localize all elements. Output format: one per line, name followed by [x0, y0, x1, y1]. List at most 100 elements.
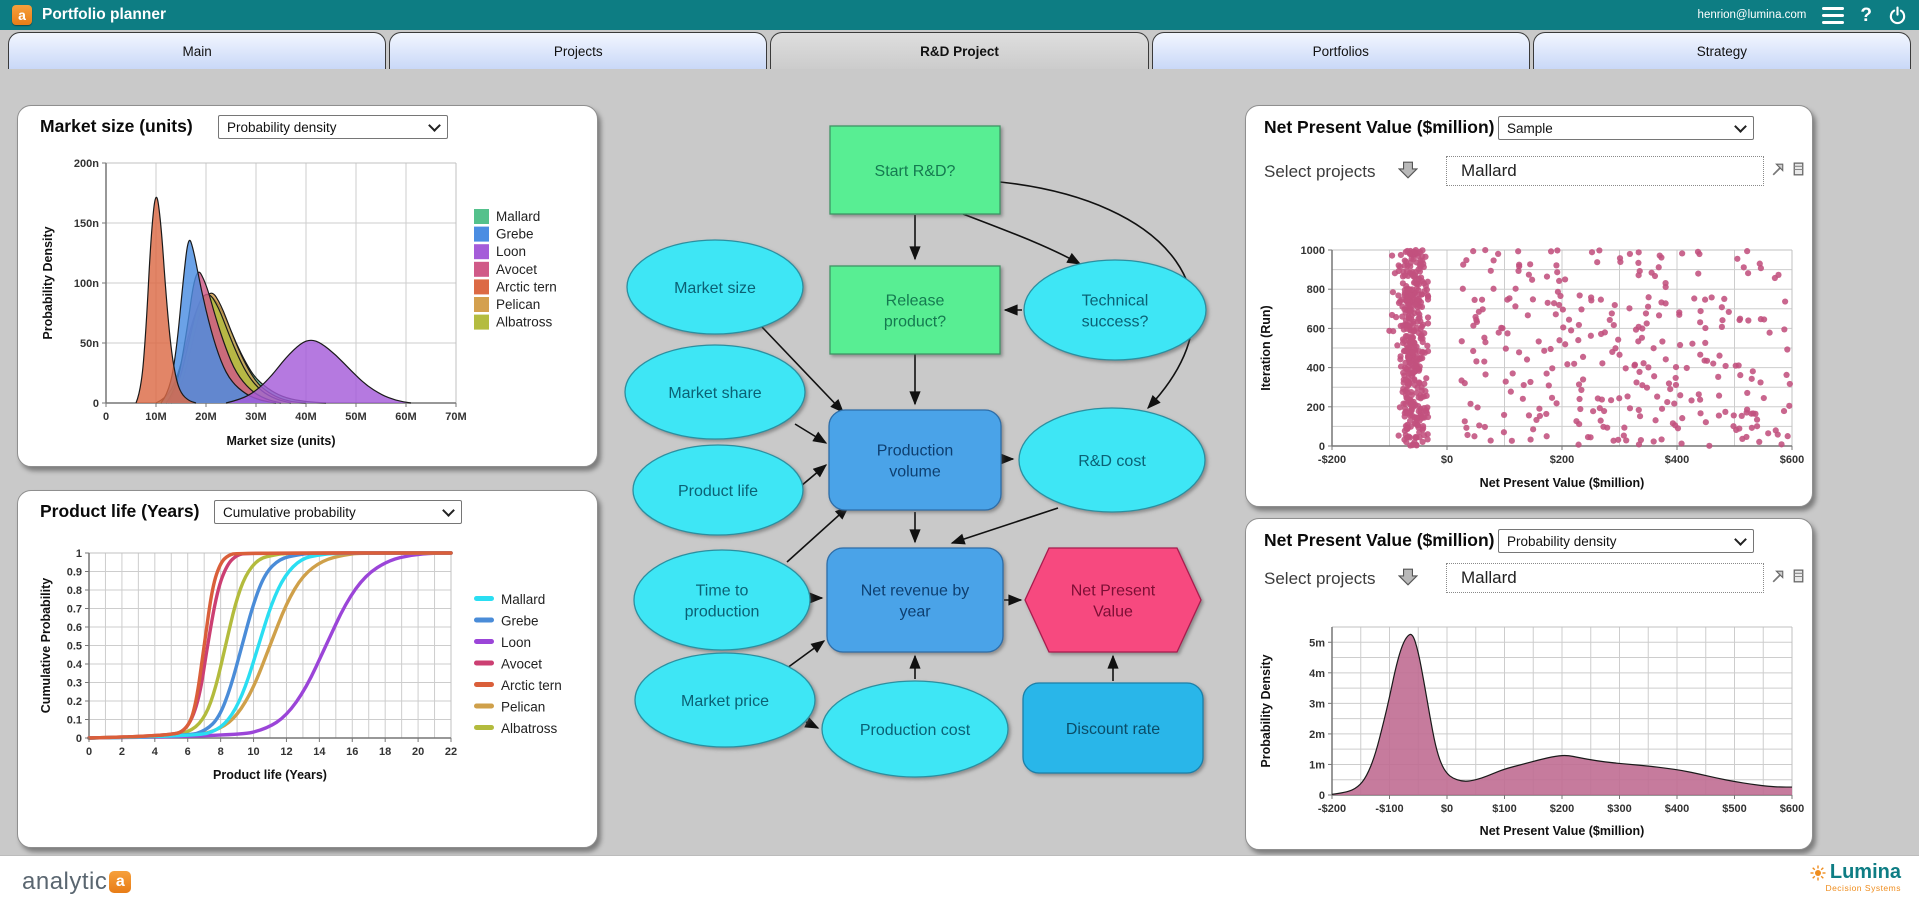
analytica-wordmark: analytic a: [22, 868, 132, 896]
tab-main[interactable]: Main: [8, 32, 387, 69]
legend-item-label: Avocet: [496, 262, 537, 277]
node-net-revenue[interactable]: [826, 547, 1004, 653]
lumina-sun-icon: [1810, 865, 1826, 880]
diagram-edge: [962, 213, 1082, 265]
compare-results-icon[interactable]: [1790, 161, 1807, 178]
user-email: henrion@lumina.com: [1697, 9, 1807, 21]
svg-text:$500: $500: [1722, 803, 1746, 815]
panel-product-life: Product life (Years) Cumulative probabil…: [17, 490, 598, 848]
result-flag-icon[interactable]: [1770, 568, 1787, 585]
diagram-edge: [782, 640, 826, 672]
svg-text:4m: 4m: [1309, 668, 1325, 680]
select-projects-arrow-icon[interactable]: [1398, 160, 1418, 180]
node-label: Market size: [674, 280, 756, 297]
svg-text:$0: $0: [1441, 454, 1453, 466]
node-discount-rate[interactable]: [1022, 682, 1204, 774]
legend-item-label: Grebe: [501, 614, 539, 629]
svg-text:1m: 1m: [1309, 759, 1325, 771]
node-market-share[interactable]: [624, 344, 806, 440]
node-npv[interactable]: [1024, 547, 1202, 653]
node-time-to-production[interactable]: [633, 549, 811, 651]
select-projects-arrow-icon[interactable]: [1398, 567, 1418, 587]
legend-item-label: Pelican: [501, 700, 545, 715]
selected-project-field[interactable]: Mallard: [1446, 156, 1764, 186]
svg-text:0: 0: [76, 733, 82, 745]
select-projects-label: Select projects: [1264, 569, 1376, 588]
svg-text:0: 0: [93, 398, 99, 410]
node-production-cost[interactable]: [821, 680, 1009, 778]
view-mode-dropdown[interactable]: Cumulative probability: [214, 500, 462, 524]
svg-text:50n: 50n: [80, 338, 99, 350]
view-mode-dropdown[interactable]: Probability density: [218, 115, 448, 139]
svg-text:$100: $100: [1492, 803, 1516, 815]
view-mode-dropdown[interactable]: Sample: [1498, 116, 1754, 140]
tab-strategy[interactable]: Strategy: [1532, 32, 1912, 69]
node-product-life[interactable]: [632, 444, 804, 536]
svg-text:0.3: 0.3: [67, 678, 82, 690]
node-label: Start R&D?: [875, 163, 956, 180]
dropdown-value: Cumulative probability: [223, 504, 356, 520]
svg-text:0.9: 0.9: [67, 567, 82, 579]
view-mode-dropdown[interactable]: Probability density: [1498, 529, 1754, 553]
selected-project-value: Mallard: [1461, 568, 1517, 587]
svg-text:Net Present Value ($million): Net Present Value ($million): [1480, 476, 1645, 490]
svg-text:2: 2: [119, 746, 125, 758]
analytica-text: analytic: [22, 868, 108, 895]
svg-text:0: 0: [86, 746, 92, 758]
chevron-down-icon: [1734, 532, 1747, 546]
legend-item-label: Pelican: [496, 297, 540, 312]
help-icon[interactable]: ?: [1860, 4, 1872, 26]
power-icon[interactable]: [1888, 6, 1907, 25]
svg-text:Probability Density: Probability Density: [41, 226, 55, 339]
node-market-size[interactable]: [626, 239, 804, 335]
svg-text:6: 6: [185, 746, 191, 758]
dropdown-value: Sample: [1507, 120, 1553, 136]
select-projects-label: Select projects: [1264, 162, 1376, 181]
svg-text:Net Present Value ($million): Net Present Value ($million): [1480, 824, 1645, 838]
diagram-edge: [999, 181, 1194, 410]
hamburger-menu-icon[interactable]: [1822, 6, 1845, 24]
tab-rnd-project[interactable]: R&D Project: [770, 32, 1149, 69]
node-rnd-cost[interactable]: [1018, 407, 1206, 513]
compare-results-icon[interactable]: [1790, 568, 1807, 585]
selected-project-field[interactable]: Mallard: [1446, 563, 1764, 593]
chevron-down-icon: [442, 503, 455, 517]
node-release-product[interactable]: [829, 265, 1001, 355]
tab-bar: Main Projects R&D Project Portfolios Str…: [8, 32, 1912, 69]
svg-text:$400: $400: [1665, 803, 1689, 815]
node-market-price[interactable]: [634, 652, 816, 748]
node-start-rnd[interactable]: [829, 125, 1001, 215]
node-production-volume[interactable]: [828, 409, 1002, 511]
svg-text:Cumulative Probability: Cumulative Probability: [39, 578, 53, 713]
legend-item-label: Grebe: [496, 227, 534, 242]
app-title: Portfolio planner: [42, 6, 166, 23]
svg-text:Probability Density: Probability Density: [1259, 654, 1273, 767]
panel-market-size: Market size (units) Probability density …: [17, 105, 598, 467]
node-technical-success[interactable]: [1023, 259, 1207, 361]
svg-text:200n: 200n: [74, 158, 99, 170]
result-flag-icon[interactable]: [1770, 161, 1787, 178]
svg-text:4: 4: [152, 746, 159, 758]
svg-text:800: 800: [1307, 284, 1325, 296]
tab-portfolios[interactable]: Portfolios: [1151, 32, 1530, 69]
lumina-title: Lumina: [1829, 861, 1901, 883]
svg-text:16: 16: [346, 746, 358, 758]
svg-text:Product life (Years): Product life (Years): [213, 768, 327, 782]
svg-text:0.8: 0.8: [67, 585, 82, 597]
svg-text:$0: $0: [1441, 803, 1453, 815]
diagram-edge: [950, 507, 1059, 545]
svg-text:0.1: 0.1: [67, 715, 82, 727]
tab-projects[interactable]: Projects: [389, 32, 768, 69]
panel-npv-density: Net Present Value ($million) Probability…: [1245, 518, 1813, 850]
svg-text:50M: 50M: [345, 411, 366, 423]
panel-title: Product life (Years): [40, 501, 200, 521]
node-label: Market share: [668, 385, 761, 402]
npv-sample-scatter-chart: -$200$0$200$400$60002004006008001000Net …: [1259, 245, 1804, 490]
legend-item-label: Mallard: [496, 209, 540, 224]
